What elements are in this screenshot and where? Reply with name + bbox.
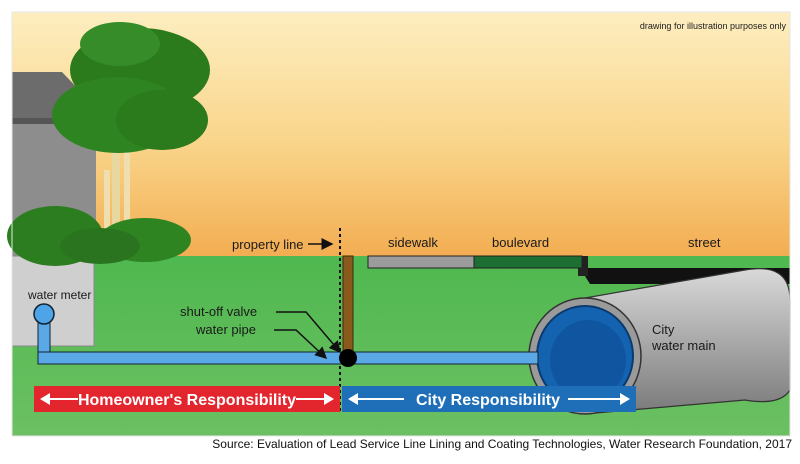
water-meter-label: water meter xyxy=(27,288,91,302)
shut-off-post xyxy=(342,255,354,357)
water-pipe xyxy=(37,315,539,365)
source-caption: Source: Evaluation of Lead Service Line … xyxy=(212,437,792,451)
house-foundation xyxy=(11,255,95,347)
street-label: street xyxy=(688,235,721,250)
water-pipe-leader xyxy=(274,329,328,360)
homeowner-responsibility-label: Homeowner's Responsibility xyxy=(78,392,296,409)
city-responsibility-bar: City Responsibility xyxy=(342,386,636,412)
shut-off-valve-leader xyxy=(276,311,341,354)
water-pipe-label: water pipe xyxy=(195,322,256,337)
boulevard-label: boulevard xyxy=(492,235,549,250)
shut-off-valve-icon xyxy=(339,349,357,367)
sidewalk-slab xyxy=(367,255,475,269)
city-responsibility-label: City Responsibility xyxy=(416,392,560,409)
bush-icon xyxy=(7,206,191,266)
boulevard-strip xyxy=(473,255,583,269)
city-water-main-label-line1: City xyxy=(652,322,675,337)
homeowner-responsibility-bar: Homeowner's Responsibility xyxy=(34,386,340,412)
sidewalk-label: sidewalk xyxy=(388,235,438,250)
water-meter-icon xyxy=(33,303,55,325)
tree-icon xyxy=(52,22,210,255)
city-water-main-label-line2: water main xyxy=(651,338,716,353)
property-line-label: property line xyxy=(232,237,304,252)
disclaimer-text: drawing for illustration purposes only xyxy=(640,21,787,31)
street-curb xyxy=(578,256,588,276)
shut-off-valve-label: shut-off valve xyxy=(180,304,257,319)
diagram-frame xyxy=(11,11,791,437)
